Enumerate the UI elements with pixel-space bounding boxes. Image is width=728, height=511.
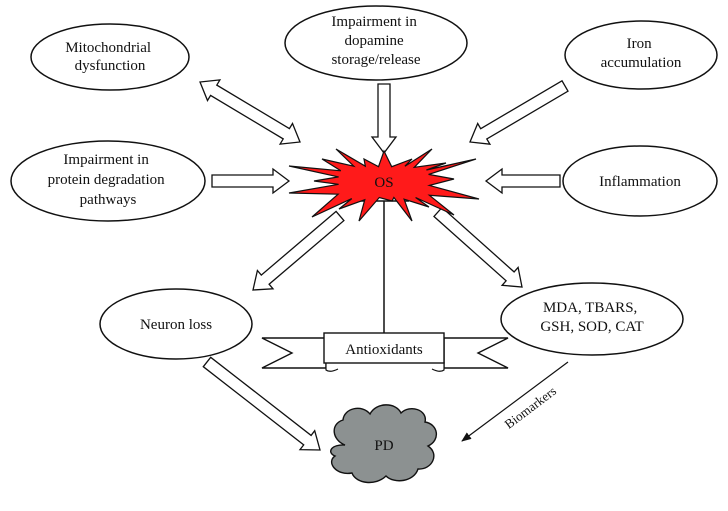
protein-line-3: pathways [80,192,137,208]
pd-cloud-shape [330,404,437,484]
os-starburst [288,148,480,222]
svg-text:Mitochondrial dysfunctio: Mitochondrial dysfunction [65,40,155,74]
protein-line-1: Impairment in [63,152,149,168]
arrow-group [199,79,569,451]
node-protein-degradation: Impairment in protein degradation pathwa… [10,140,206,222]
node-inflammation: Inflammation [562,145,718,217]
node-neuron-loss: Neuron loss [99,288,253,360]
dopamine-line-1: Impairment in [331,14,417,30]
biomarkers-arrow [461,361,569,442]
neuron-loss-label: Neuron loss [140,317,212,333]
mito-line-1: Mitochondrial [65,40,151,56]
iron-line-2: accumulation [601,55,682,71]
banner-left-fold [325,362,339,372]
node-oxidative-stress: OS [288,148,480,222]
dopamine-line-2: dopamine [345,33,404,49]
banner-right-tail [443,337,509,369]
protein-line-2: protein degradation [48,172,166,188]
arrow-inflammation-to-os [484,167,561,195]
arrow-mito-os-double [199,79,301,145]
arrow-dopamine-to-os [370,83,398,155]
banner-left-tail [261,337,327,369]
arrow-os-to-neuron-loss [252,210,345,291]
banner-right-fold [431,362,445,372]
node-pd-cloud: PD [330,404,437,484]
markers-line-1: MDA, TBARS, [543,300,637,316]
arrow-protein-to-os [211,167,291,195]
svg-text:Iron accumulation: Iron accumulation [601,36,682,71]
inflammation-label: Inflammation [599,174,681,190]
markers-line-2: GSH, SOD, CAT [540,319,643,335]
svg-text:Impairment in dopamine: Impairment in dopamine storage/release [331,14,420,68]
pd-label: PD [374,438,393,454]
node-dopamine-impairment: Impairment in dopamine storage/release [284,5,468,81]
antioxidants-label: Antioxidants [345,342,423,358]
svg-text:Impairment in protein de: Impairment in protein degradation pathwa… [48,152,169,208]
node-antioxidants-banner: Antioxidants [261,332,509,372]
banner-center [323,332,445,364]
arrow-neuron-loss-to-pd [202,356,321,451]
svg-text:MDA, TBARS, GSH, SOD, CA: MDA, TBARS, GSH, SOD, CAT [540,300,643,335]
mito-line-2: dysfunction [75,58,146,74]
node-oxidative-markers: MDA, TBARS, GSH, SOD, CAT [500,282,684,356]
arrow-os-to-markers [433,206,523,288]
arrow-iron-to-os [469,79,569,145]
iron-line-1: Iron [627,36,652,52]
node-mitochondrial-dysfunction: Mitochondrial dysfunction [30,23,190,91]
dopamine-line-3: storage/release [331,52,420,68]
os-label: OS [374,175,393,191]
node-iron-accumulation: Iron accumulation [564,20,718,90]
